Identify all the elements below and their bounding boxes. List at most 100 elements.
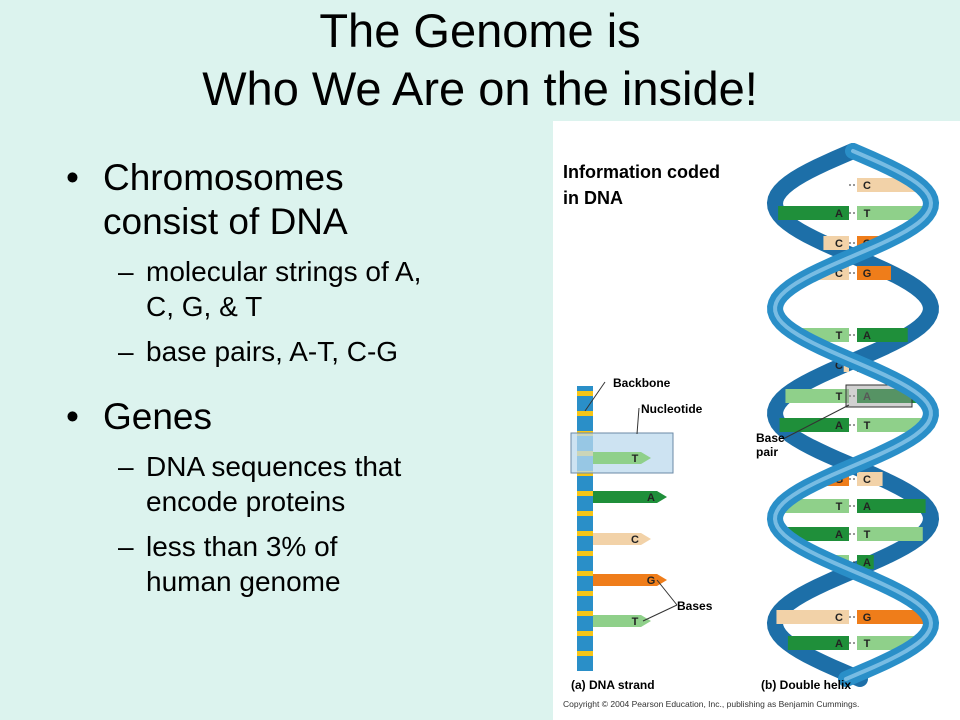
backbone-stripe: [577, 391, 593, 396]
bases-label: Bases: [677, 599, 713, 613]
helix-base-letter: C: [835, 238, 843, 250]
sub-bullet-text: less than 3% of: [146, 531, 338, 562]
backbone-stripe: [577, 631, 593, 636]
sub-bullet-text: molecular strings of A,: [146, 256, 422, 287]
dash: –: [118, 256, 134, 287]
base-pair-leader: [782, 404, 850, 440]
helix-base-C: [823, 236, 849, 250]
strand-base-tip: [657, 491, 667, 503]
copyright-notice: Copyright © 2004 Pearson Education, Inc.…: [563, 699, 860, 709]
bullet-genes: Genes: [66, 395, 536, 439]
nucleotide-leader: [636, 407, 640, 435]
backbone-stripe: [577, 611, 593, 616]
title-line-2: Who We Are on the inside!: [202, 62, 758, 115]
helix-base-T: [857, 527, 923, 541]
sub-bullet-sequences: – DNA sequences that encode proteins: [66, 449, 536, 519]
helix-base-letter: A: [835, 420, 843, 432]
sub-bullet-strings: – molecular strings of A, C, G, & T: [66, 254, 536, 324]
base-pair-label: Base pair: [756, 431, 785, 459]
helix-base-letter: C: [835, 268, 843, 280]
backbone-stripe: [577, 571, 593, 576]
strand-base-tip: [657, 574, 667, 586]
helix-base-letter: T: [864, 208, 871, 220]
strand-base-T: [593, 615, 641, 627]
caption-double-helix: (b) Double helix: [761, 678, 851, 692]
backbone-stripe: [577, 491, 593, 496]
strand-base-tip: [641, 533, 651, 545]
slide-title: The Genome is Who We Are on the inside!: [0, 2, 960, 118]
backbone-leader: [584, 381, 606, 412]
info-line: Information coded: [563, 162, 720, 182]
helix-base-letter: A: [863, 557, 871, 569]
backbone-stripe: [577, 411, 593, 416]
strand-base-letter: T: [632, 616, 639, 628]
backbone-stripe: [577, 531, 593, 536]
dash: –: [118, 451, 134, 482]
helix-base-letter: G: [863, 612, 872, 624]
helix-base-letter: T: [836, 330, 843, 342]
helix-base-letter: T: [864, 638, 871, 650]
strand-base-T: [593, 452, 641, 464]
bases-leader: [656, 579, 678, 606]
bases-leader: [642, 604, 678, 622]
bullet-list: Chromosomes consist of DNA – molecular s…: [66, 156, 536, 599]
title-line-1: The Genome is: [319, 4, 641, 57]
helix-base-A: [787, 636, 849, 650]
dash: –: [118, 336, 134, 367]
helix-base-T: [785, 389, 849, 403]
info-caption: Information coded in DNA: [563, 159, 720, 211]
backbone-strand: [577, 386, 593, 671]
helix-base-letter: C: [863, 180, 871, 192]
helix-base-letter: A: [835, 529, 843, 541]
sub-bullet-text: C, G, & T: [146, 291, 263, 322]
backbone-stripe: [577, 511, 593, 516]
helix-base-letter: C: [863, 474, 871, 486]
caption-dna-strand: (a) DNA strand: [571, 678, 655, 692]
sub-bullet-text: encode proteins: [146, 486, 346, 517]
strand-base-letter: A: [647, 492, 655, 504]
nucleotide-label: Nucleotide: [641, 402, 703, 416]
base-pair-line: Base: [756, 431, 785, 445]
helix-back-strand: [766, 143, 940, 687]
helix-base-C: [776, 610, 849, 624]
sub-bullet-genome-percent: – less than 3% of human genome: [66, 529, 536, 599]
helix-base-A: [778, 206, 849, 220]
strand-base-tip: [641, 452, 651, 464]
strand-base-letter: G: [647, 575, 656, 587]
bullet-text: Chromosomes: [103, 157, 344, 198]
helix-base-letter: T: [836, 501, 843, 513]
helix-base-C: [857, 472, 883, 486]
helix-base-letter: G: [863, 268, 872, 280]
dash: –: [118, 531, 134, 562]
strand-base-tip: [641, 615, 651, 627]
helix-base-letter: T: [864, 420, 871, 432]
helix-front-highlight: [772, 149, 934, 681]
backbone-stripe: [577, 651, 593, 656]
helix-base-letter: A: [835, 208, 843, 220]
helix-base-letter: A: [835, 638, 843, 650]
helix-base-A: [857, 328, 908, 342]
helix-base-A: [779, 418, 849, 432]
helix-base-G: [857, 266, 891, 280]
backbone-label: Backbone: [613, 376, 671, 390]
sub-bullet-text: human genome: [146, 566, 341, 597]
helix-base-letter: C: [835, 612, 843, 624]
sub-bullet-base-pairs: – base pairs, A-T, C-G: [66, 334, 536, 369]
helix-base-letter: A: [863, 391, 871, 403]
helix-base-letter: A: [863, 501, 871, 513]
helix-base-letter: C: [835, 360, 843, 372]
strand-base-A: [593, 491, 657, 503]
helix-base-letter: A: [863, 330, 871, 342]
sub-bullet-text: DNA sequences that: [146, 451, 402, 482]
helix-base-T: [780, 499, 849, 513]
helix-base-G: [857, 610, 930, 624]
backbone-stripe: [577, 551, 593, 556]
helix-base-A: [857, 499, 926, 513]
helix-base-letter: T: [836, 391, 843, 403]
helix-base-A: [857, 555, 874, 569]
bullet-text: Genes: [103, 396, 213, 437]
helix-base-T: [857, 418, 927, 432]
strand-base-letter: T: [632, 453, 639, 465]
